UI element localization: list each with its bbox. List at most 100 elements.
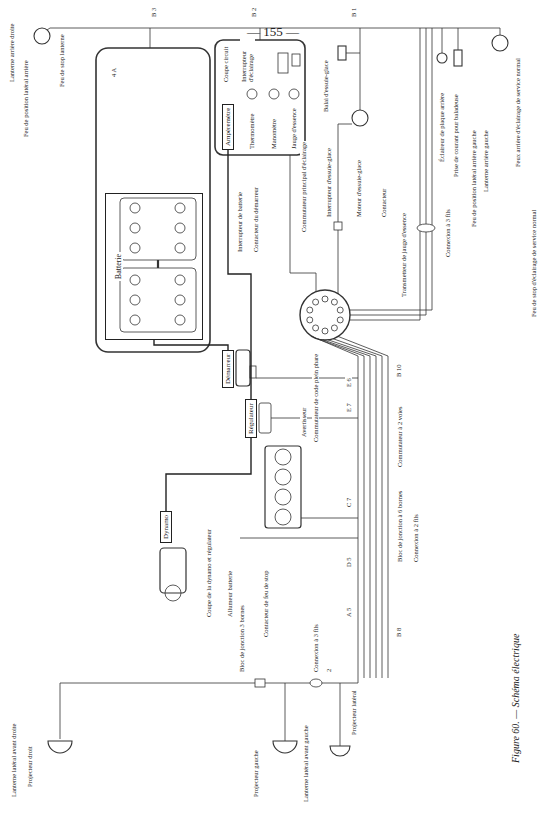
part-label: Lanterne latéral avant gauche [302, 724, 309, 803]
part-label: Interrupteur d'essuie-glace [325, 147, 332, 218]
junction-terminal [337, 317, 343, 323]
component-name: Dynamo [162, 515, 170, 539]
engine-block [275, 449, 291, 465]
junction-box [300, 290, 350, 340]
part-label: Lanterne arrière gauche [482, 129, 489, 193]
part-label: Manomètre [270, 118, 277, 150]
part-label: Contacteur de feu de stop [262, 570, 269, 638]
wiring-harness [285, 683, 286, 741]
part-label: Contacteur [380, 187, 387, 218]
part-label: Contacteur du démarreur [252, 186, 259, 253]
battery-cell [130, 275, 140, 285]
instrument-panel [292, 54, 300, 66]
regulator-drawing [259, 403, 271, 433]
harness-wire [328, 340, 376, 678]
battery-box: Batterie [105, 193, 203, 340]
battery-cell [175, 315, 185, 325]
part-label: Commutateur à 2 voies [396, 406, 403, 468]
battery-cell [175, 223, 185, 233]
instrument-panel [215, 40, 305, 155]
wire-code: 2 [325, 668, 332, 673]
part-label: Projecteur latéral [350, 689, 357, 736]
part-label: Lanterne latéral avant droite [10, 723, 17, 798]
wiring-harness [346, 53, 360, 54]
lamp-symbols [454, 50, 462, 66]
junction-terminal [331, 325, 337, 331]
battery-cell [175, 295, 185, 305]
part-label: Feux arrière d'éclairage de service norm… [514, 57, 521, 168]
lamp-symbols [34, 28, 50, 44]
wiring-harness [340, 683, 341, 746]
part-label: Connexion à 3 fils [444, 208, 451, 258]
regulator-drawing [259, 403, 271, 433]
part-label: Projecteur gauche [252, 749, 259, 798]
wire-code: B 3 [150, 7, 157, 18]
component-box: Démarreur [222, 350, 234, 388]
wiring-harness [47, 28, 500, 746]
battery-cell [130, 295, 140, 305]
battery-cell [175, 275, 185, 285]
lamp-symbols [338, 46, 346, 60]
part-label: Interrupteur d'éclairage [240, 39, 255, 83]
wiring-harness [417, 224, 435, 232]
wire-code: C 7 [345, 497, 352, 508]
junction-terminal [337, 307, 343, 313]
junction-terminal [307, 307, 313, 313]
page-number: — 155 — [0, 24, 546, 40]
part-label: Feu de position latéral arrière [22, 59, 29, 138]
junction-terminal [313, 325, 319, 331]
lamp-symbols [34, 28, 508, 756]
wire-connector [154, 340, 228, 350]
junction-terminal [313, 299, 319, 305]
part-label: Jauge d'essence [290, 107, 297, 150]
lamp-symbols [492, 35, 508, 51]
starter-motor [236, 350, 250, 386]
battery-cell [130, 243, 140, 253]
wire-code: E 6 [345, 377, 352, 388]
wire-code: B 10 [395, 364, 402, 378]
part-label: Coupe de la dynamo et régulateur [205, 528, 212, 618]
part-label: Commutateur principal d'éclairage [300, 141, 307, 233]
wiring-harness [338, 230, 339, 294]
engine-block [275, 469, 291, 485]
wire-connector [166, 438, 251, 511]
part-label: Allumeur batterie [226, 570, 233, 618]
wiring-harness [349, 28, 432, 310]
part-label: Thermomètre [248, 113, 255, 150]
instrument-panel [289, 89, 299, 99]
part-label: Prise de courant pour baladeuse [452, 93, 459, 178]
engine-block [265, 446, 301, 528]
engine-block [275, 509, 291, 525]
battery-cells [120, 198, 196, 332]
harness-wire [333, 339, 382, 678]
junction-terminal [331, 299, 337, 305]
harness-wire [318, 339, 364, 678]
harness-wire [338, 336, 388, 678]
dynamo-drawing [160, 548, 186, 593]
harness-wire [313, 337, 358, 678]
part-label: Projecteur droit [26, 745, 33, 788]
lamp-symbols [48, 741, 72, 753]
part-label: Connexion à 3 fils [312, 623, 319, 673]
battery-housing [96, 48, 210, 352]
battery-cell [175, 243, 185, 253]
wire-code: B 2 [250, 7, 257, 18]
battery-cell [130, 223, 140, 233]
instrument-panel [215, 40, 305, 155]
engine-block [265, 446, 301, 528]
part-label: Feu de stop d'éclairage de service norma… [530, 209, 537, 318]
component-box: Régulateur [245, 399, 257, 438]
battery-housing [96, 48, 210, 352]
wiring-harness [338, 124, 352, 222]
part-label: Transmetteur de jauge d'essence [400, 212, 407, 298]
wiring-harness [150, 28, 151, 48]
wire-code: 4 A [110, 67, 117, 78]
junction-terminal [322, 328, 328, 334]
component-name: Ampèremètre [224, 108, 232, 146]
wiring-harness [442, 28, 443, 53]
part-label: Moteur d'essuie-glace [355, 159, 362, 218]
part-label: Commutateur de code plein phare [312, 353, 319, 443]
lamp-symbols [352, 110, 368, 126]
wiring-harness [50, 28, 432, 29]
